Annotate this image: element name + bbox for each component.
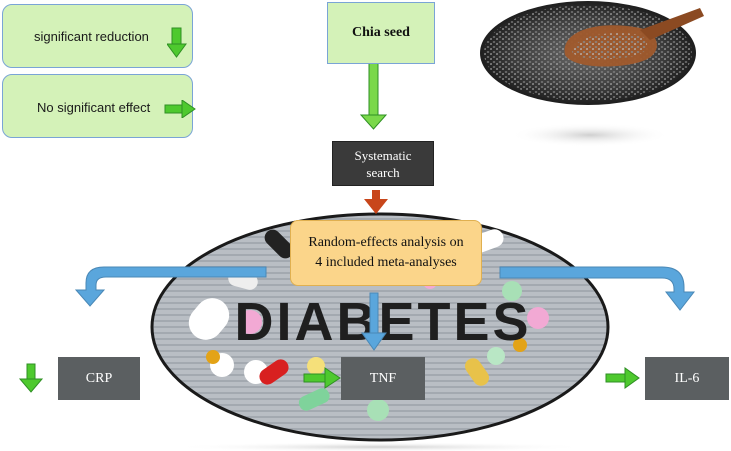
connector-to-il6 [499,266,696,311]
systematic-search-box: Systematic search [332,141,434,186]
right-arrow-icon [164,100,196,118]
search-line-2: search [366,164,400,180]
chia-seed-box: Chia seed [327,2,435,64]
search-line-1: Systematic [354,147,412,163]
tnf-right-arrow-icon [303,367,341,389]
arrow-chia-to-search [359,62,388,130]
outcome-crp-box: CRP [58,357,140,400]
legend-no-effect: No significant effect [2,74,196,138]
legend-reduction-label: significant reduction [34,29,149,44]
analysis-line-2: 4 included meta-analyses [315,255,457,270]
chia-seed-label: Chia seed [352,25,410,40]
legend-no-effect-label: No significant effect [37,100,151,115]
connector-to-crp [74,266,267,307]
arrow-search-to-analysis [364,190,388,214]
il6-right-arrow-icon [605,367,640,389]
diabetes-letters: DIABETES [234,292,531,352]
down-arrow-icon [167,27,187,58]
outcome-tnf-label: TNF [369,370,397,386]
outcome-il6-box: IL-6 [645,357,729,400]
crp-down-arrow-icon [18,363,44,393]
legend-reduction: significant reduction [2,4,193,68]
analysis-box: Random-effects analysis on 4 included me… [290,220,482,286]
outcome-crp-label: CRP [85,370,113,386]
outcome-il6-label: IL-6 [674,370,700,386]
connector-to-tnf [361,292,387,351]
analysis-line-1: Random-effects analysis on [308,235,464,250]
chia-seed-photo [480,1,704,147]
outcome-tnf-box: TNF [341,357,425,400]
